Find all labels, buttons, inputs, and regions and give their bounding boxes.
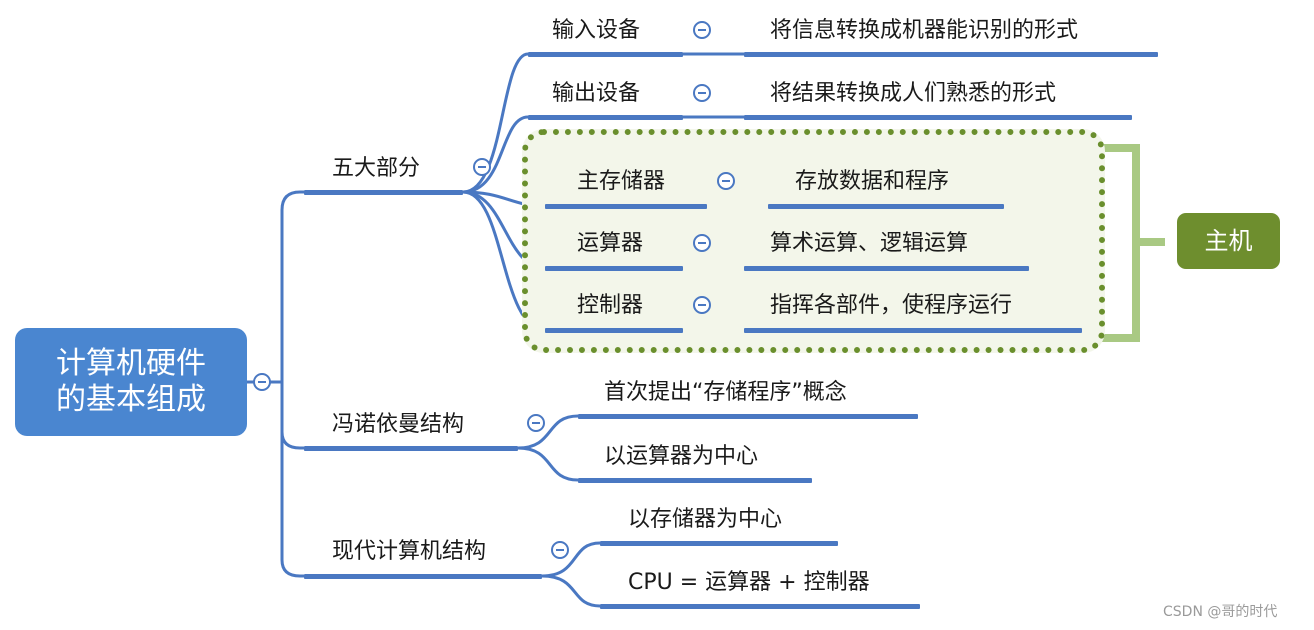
root-collapse-toggle[interactable]: [253, 373, 271, 391]
desc-output-device[interactable]: 将结果转换成人们熟悉的形式: [770, 81, 1057, 106]
root-line-2: 的基本组成: [56, 382, 206, 417]
underline-vn-item-2: [578, 478, 812, 483]
von-neumann-item-2[interactable]: 以运算器为中心: [604, 444, 759, 469]
host-bracket: [1102, 144, 1165, 342]
root-line-1: 计算机硬件: [56, 346, 206, 381]
node-five-parts[interactable]: 五大部分: [332, 156, 421, 181]
host-label[interactable]: 主机: [1177, 213, 1280, 269]
modern-item-1[interactable]: 以存储器为中心: [628, 507, 783, 532]
output-device-collapse-toggle[interactable]: [693, 84, 711, 102]
underline-control-unit: [545, 328, 683, 333]
node-von-neumann[interactable]: 冯诺依曼结构: [332, 412, 465, 437]
node-modern-structure[interactable]: 现代计算机结构: [332, 539, 487, 564]
underline-five-parts: [304, 190, 463, 195]
desc-alu[interactable]: 算术运算、逻辑运算: [770, 231, 969, 256]
underline-modern-item-1: [600, 541, 838, 546]
underline-desc-alu: [744, 266, 1029, 271]
underline-main-memory: [545, 204, 707, 209]
von-neumann-collapse-toggle[interactable]: [527, 414, 545, 432]
underline-input-device: [528, 52, 683, 57]
modern-collapse-toggle[interactable]: [551, 541, 569, 559]
underline-von-neumann: [304, 446, 518, 451]
node-control-unit[interactable]: 控制器: [577, 293, 644, 318]
desc-control-unit[interactable]: 指挥各部件，使程序运行: [770, 293, 1013, 318]
node-input-device[interactable]: 输入设备: [552, 18, 641, 43]
watermark: CSDN @哥的时代: [1163, 604, 1278, 620]
node-output-device[interactable]: 输出设备: [552, 81, 641, 106]
underline-modern-item-2: [600, 604, 920, 609]
node-main-memory[interactable]: 主存储器: [577, 169, 666, 194]
underline-vn-item-1: [578, 414, 918, 419]
control-unit-collapse-toggle[interactable]: [693, 296, 711, 314]
root-node[interactable]: 计算机硬件 的基本组成: [15, 328, 247, 436]
underline-modern: [304, 574, 542, 579]
underline-desc-control: [744, 328, 1082, 333]
desc-input-device[interactable]: 将信息转换成机器能识别的形式: [770, 18, 1079, 43]
five-parts-collapse-toggle[interactable]: [473, 158, 491, 176]
underline-alu: [545, 266, 683, 271]
underline-output-device: [528, 115, 683, 120]
underline-desc-input: [744, 52, 1158, 57]
modern-item-2[interactable]: CPU = 运算器 + 控制器: [628, 570, 870, 595]
underline-desc-output: [744, 115, 1132, 120]
underline-desc-memory: [768, 204, 1004, 209]
main-memory-collapse-toggle[interactable]: [717, 172, 735, 190]
desc-main-memory[interactable]: 存放数据和程序: [795, 169, 950, 194]
von-neumann-item-1[interactable]: 首次提出“存储程序”概念: [604, 380, 847, 405]
host-group-box: [522, 129, 1105, 353]
input-device-collapse-toggle[interactable]: [693, 21, 711, 39]
node-alu[interactable]: 运算器: [577, 231, 644, 256]
alu-collapse-toggle[interactable]: [693, 234, 711, 252]
